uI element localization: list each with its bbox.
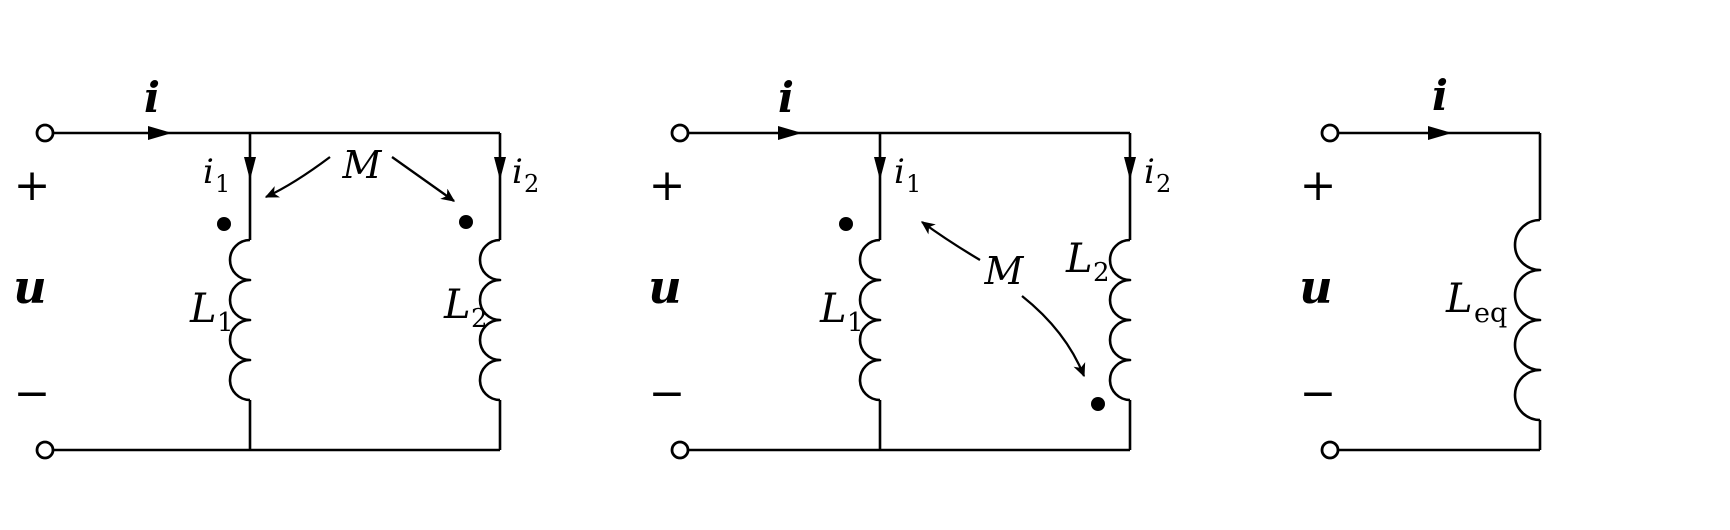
label-L2-sub: 2 xyxy=(1093,258,1110,288)
label-minus: − xyxy=(649,368,686,419)
label-L2-sub: 2 xyxy=(471,304,488,334)
terminal-top-icon xyxy=(670,123,690,143)
label-i1-base: i xyxy=(894,152,905,192)
terminal-top-icon xyxy=(1320,123,1340,143)
label-minus: − xyxy=(1300,368,1337,419)
terminal-bottom-icon xyxy=(1320,440,1340,460)
circuit-1-coupled-inductors-dots-same-side: i + u − i 1 i 2 L 1 L 2 M xyxy=(13,73,539,460)
current-i1-arrow-icon xyxy=(244,157,256,180)
label-i1-sub: 1 xyxy=(215,170,230,198)
mutual-coupling-arrow-right-icon xyxy=(391,156,456,202)
label-i2-base: i xyxy=(512,152,523,192)
label-minus: − xyxy=(14,368,51,419)
inductor-Leq-coil xyxy=(1513,218,1542,422)
label-voltage: u xyxy=(13,260,46,314)
label-L2-base: L xyxy=(1065,236,1093,282)
label-i2-sub: 2 xyxy=(524,170,539,198)
current-i-arrow-icon xyxy=(1428,126,1452,140)
terminal-top-icon xyxy=(35,123,55,143)
inductor-L2-coil xyxy=(1108,238,1132,402)
inductor-L1-coil xyxy=(228,238,252,402)
label-mutual-inductance: M xyxy=(342,143,383,187)
label-source-current: i xyxy=(144,73,160,122)
label-voltage: u xyxy=(1299,260,1332,314)
current-i-arrow-icon xyxy=(148,126,172,140)
label-plus: + xyxy=(649,160,686,211)
label-Leq-base: L xyxy=(1445,276,1473,322)
label-plus: + xyxy=(14,160,51,211)
current-i-arrow-icon xyxy=(778,126,802,140)
polarity-dot-L2-icon xyxy=(459,215,473,229)
circuit-2-coupled-inductors-dots-opposite-side: i + u − i 1 i 2 L 1 L 2 M xyxy=(648,73,1171,460)
label-i1-sub: 1 xyxy=(906,170,921,198)
label-L1-sub: 1 xyxy=(217,308,234,338)
mutual-coupling-arrow-down-icon xyxy=(1021,295,1086,378)
label-Leq-sub: eq xyxy=(1474,298,1507,329)
mutual-coupling-arrow-left-icon xyxy=(264,156,331,199)
label-L1-sub: 1 xyxy=(847,308,864,338)
current-i2-arrow-icon xyxy=(1124,157,1136,180)
circuit-3-equivalent-inductor: i + u − L eq xyxy=(1299,71,1542,460)
current-i1-arrow-icon xyxy=(874,157,886,180)
inductor-L2-coil xyxy=(478,238,502,402)
label-voltage: u xyxy=(648,260,681,314)
label-plus: + xyxy=(1300,160,1337,211)
polarity-dot-L2-icon xyxy=(1091,397,1105,411)
inductor-L1-coil xyxy=(858,238,882,402)
polarity-dot-L1-icon xyxy=(839,217,853,231)
polarity-dot-L1-icon xyxy=(217,217,231,231)
label-source-current: i xyxy=(1432,71,1448,120)
label-L1-base: L xyxy=(189,286,217,332)
label-L2-base: L xyxy=(443,282,471,328)
label-L1-base: L xyxy=(819,286,847,332)
label-i1-base: i xyxy=(203,152,214,192)
label-mutual-inductance: M xyxy=(984,249,1025,293)
terminal-bottom-icon xyxy=(670,440,690,460)
current-i2-arrow-icon xyxy=(494,157,506,180)
label-i2-base: i xyxy=(1144,152,1155,192)
label-i2-sub: 2 xyxy=(1156,170,1171,198)
mutual-coupling-arrow-up-icon xyxy=(920,221,981,261)
terminal-bottom-icon xyxy=(35,440,55,460)
label-source-current: i xyxy=(778,73,794,122)
